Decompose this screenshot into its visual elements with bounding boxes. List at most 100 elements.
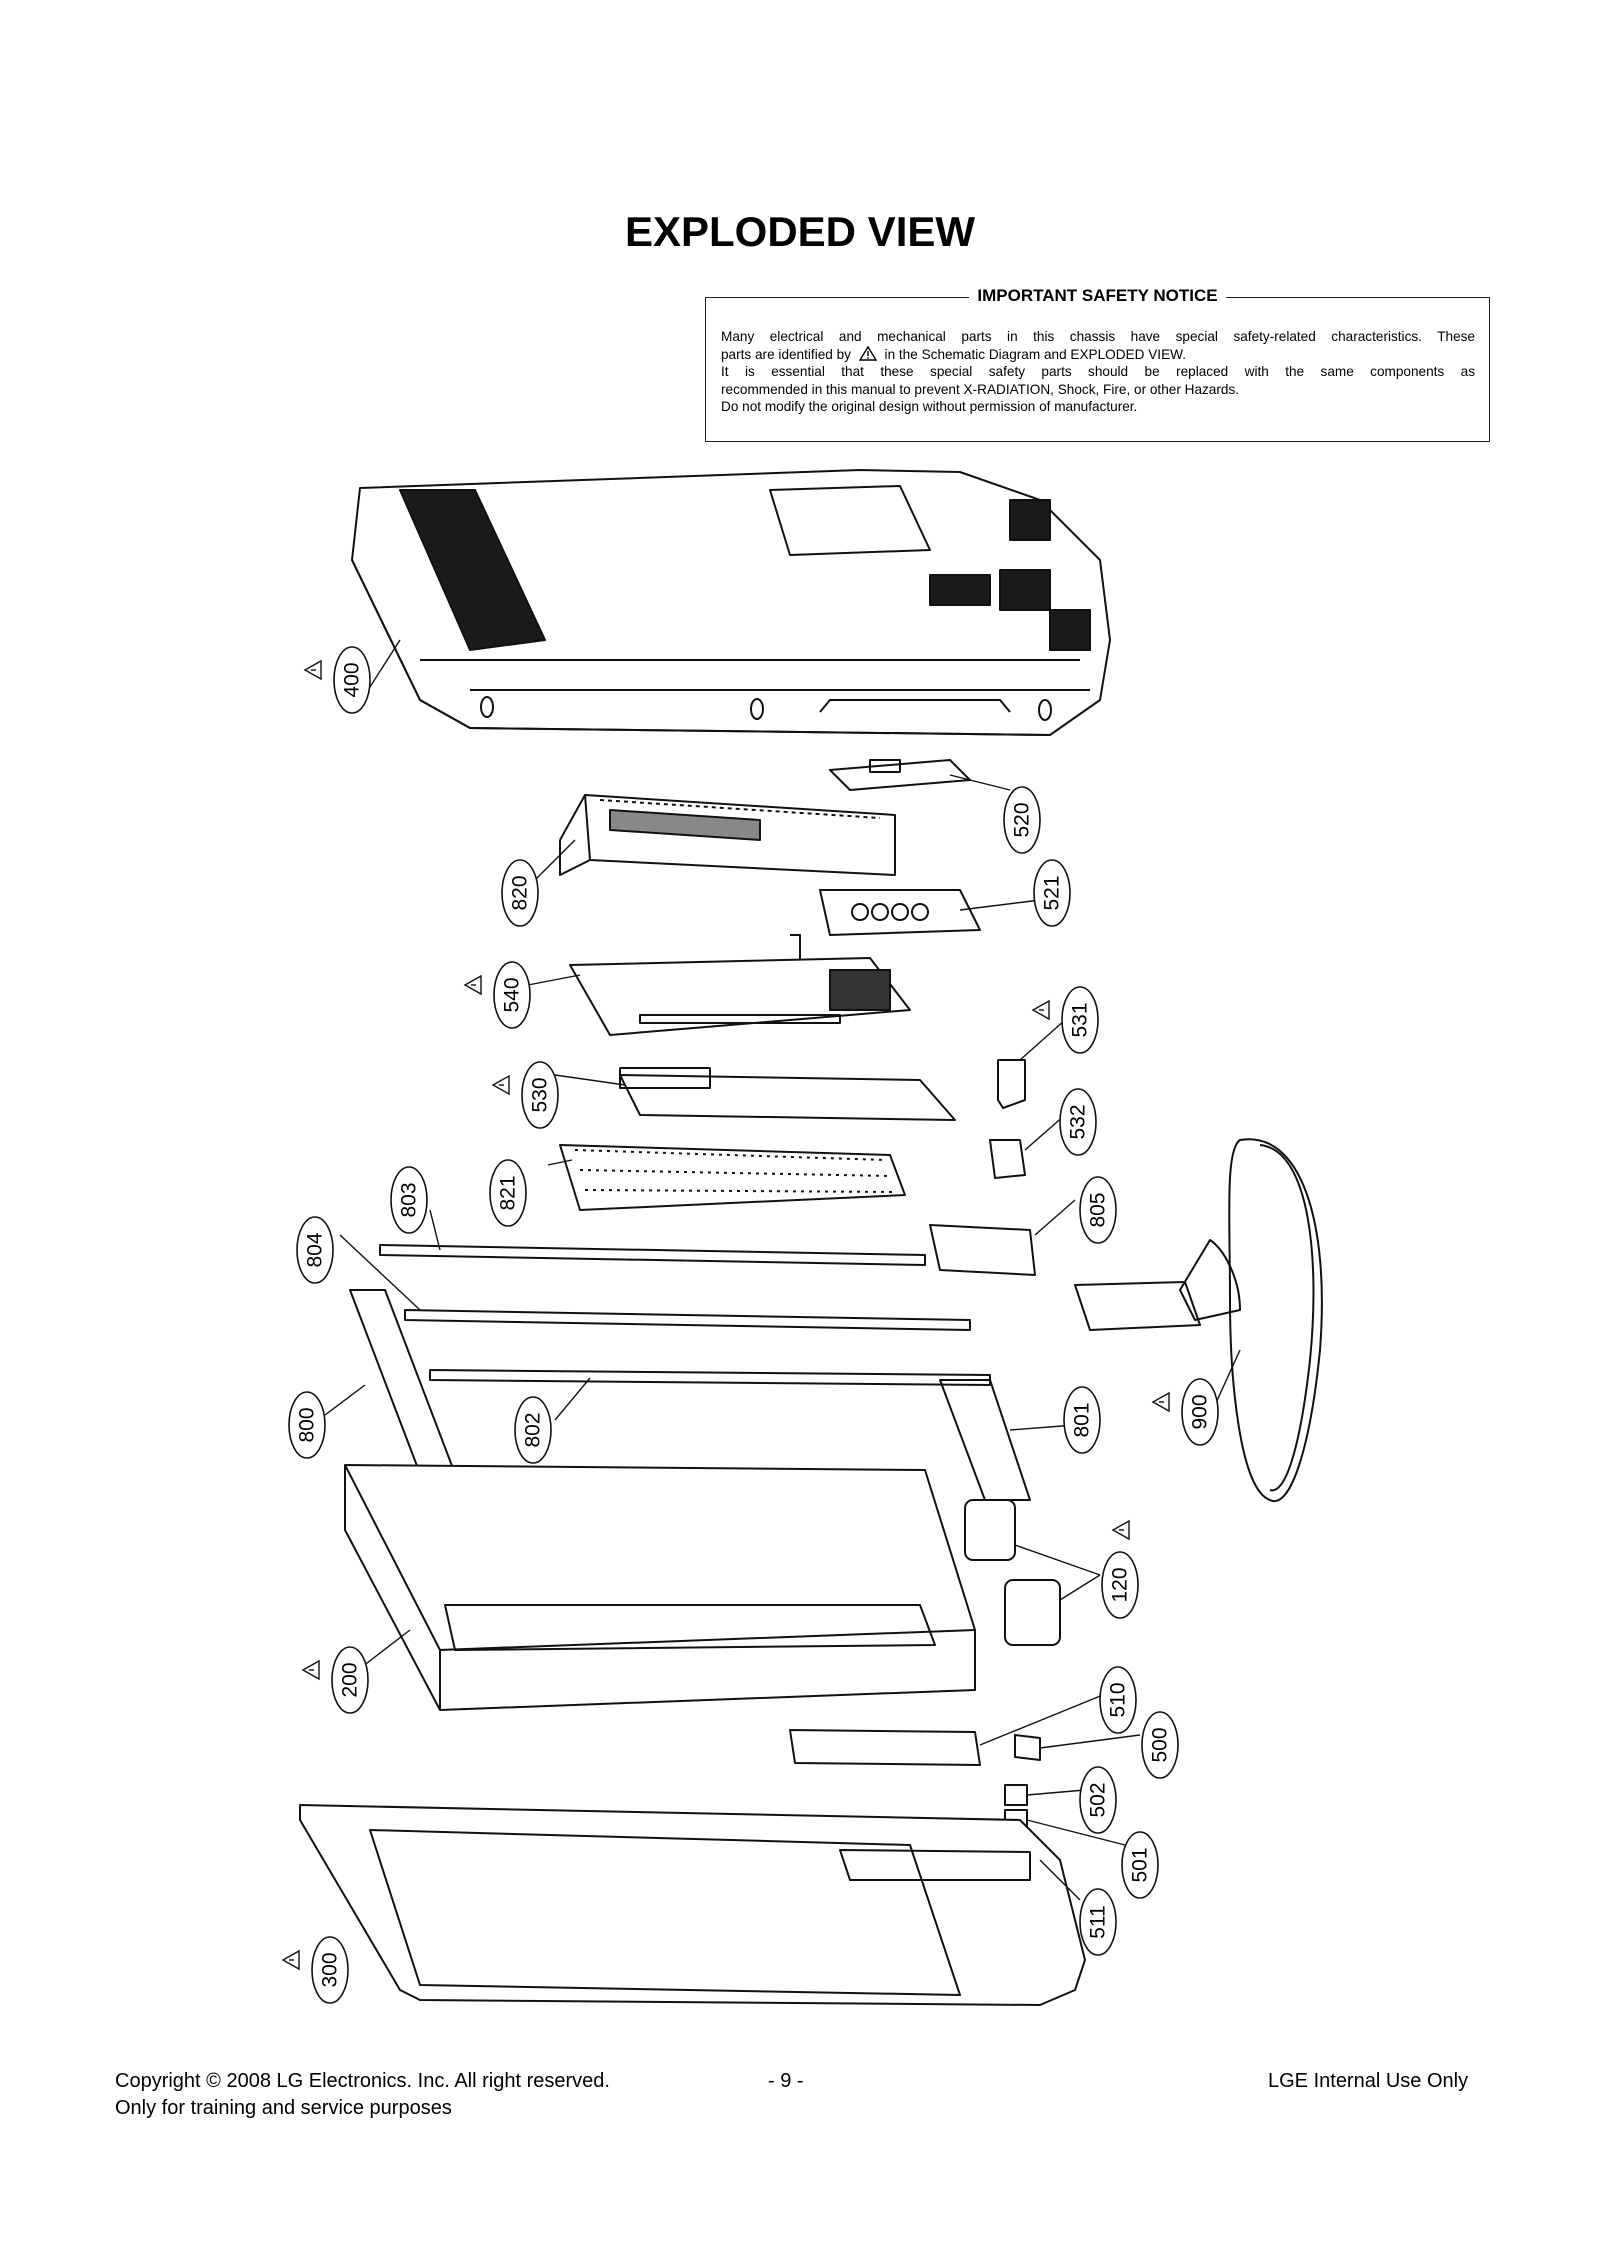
callout-label: 521 — [1041, 875, 1064, 910]
callout-label: 802 — [522, 1412, 545, 1447]
callout-label: 804 — [304, 1232, 327, 1267]
callout-label: 200 — [339, 1662, 362, 1697]
page-number: - 9 - — [768, 2070, 804, 2092]
callout-120: 120 — [1101, 1519, 1139, 1619]
callout-805: 805 — [1079, 1176, 1117, 1244]
callout-801: 801 — [1063, 1386, 1101, 1454]
callout-label: 532 — [1067, 1104, 1090, 1139]
callout-label: 800 — [296, 1407, 319, 1442]
callout-label: 821 — [497, 1175, 520, 1210]
callout-300: 300 — [281, 1936, 349, 2004]
callout-label: 501 — [1129, 1847, 1152, 1882]
callout-label: 820 — [509, 875, 532, 910]
safety-notice-heading: IMPORTANT SAFETY NOTICE — [969, 286, 1226, 305]
part-805-bracket — [929, 1224, 1036, 1276]
callout-bubble — [1099, 1666, 1137, 1734]
callout-label: 803 — [398, 1182, 421, 1217]
notice-line-2-after: in the Schematic Diagram and EXPLODED VI… — [884, 346, 1186, 362]
callout-bubble — [521, 1061, 559, 1129]
callout-bubble — [331, 1646, 369, 1714]
part-rails — [379, 1244, 991, 1386]
callout-label: 511 — [1087, 1905, 1110, 1938]
callout-bubble — [1141, 1711, 1179, 1779]
safety-warning-icon — [1111, 1519, 1130, 1541]
callout-502: 502 — [1079, 1766, 1117, 1834]
safety-notice-box: IMPORTANT SAFETY NOTICE Many electrical … — [705, 286, 1490, 442]
callout-800: 800 — [288, 1391, 326, 1459]
callout-bubble — [1121, 1831, 1159, 1899]
callout-label: 530 — [529, 1077, 552, 1112]
part-820-shield — [559, 794, 896, 876]
callout-bubble — [1079, 1888, 1117, 1956]
callout-bubble — [489, 1159, 527, 1227]
callout-bubble — [1003, 786, 1041, 854]
callout-label: 502 — [1087, 1782, 1110, 1817]
callout-bubble — [1079, 1766, 1117, 1834]
callout-532: 532 — [1059, 1088, 1097, 1156]
notice-line-4: recommended in this manual to prevent X-… — [721, 381, 1240, 397]
callout-label: 510 — [1107, 1682, 1130, 1717]
callout-label: 500 — [1149, 1727, 1172, 1762]
notice-line-2: parts are identified by in the Schematic… — [721, 345, 1475, 364]
callout-802: 802 — [514, 1396, 552, 1464]
callout-bubble — [1101, 1551, 1139, 1619]
callout-label: 805 — [1087, 1192, 1110, 1227]
safety-warning-icon — [303, 659, 322, 681]
safety-warning-icon — [281, 1949, 300, 1971]
part-callouts: 400 520 820 521 540 531 530 532 821 803 805 804 800 8… — [281, 646, 1219, 2004]
callout-bubble — [1063, 1386, 1101, 1454]
callout-bubble — [1079, 1176, 1117, 1244]
callout-label: 540 — [501, 977, 524, 1012]
notice-line-2-before: parts are identified by — [721, 346, 851, 362]
callout-bubble — [333, 646, 371, 714]
callout-900: 900 — [1151, 1378, 1219, 1446]
callout-804: 804 — [296, 1216, 334, 1284]
safety-warning-icon — [301, 1659, 320, 1681]
callout-bubble — [514, 1396, 552, 1464]
part-532-bracket — [989, 1139, 1026, 1179]
part-200-frame — [344, 1464, 976, 1711]
callout-200: 200 — [301, 1646, 369, 1714]
callout-540: 540 — [463, 961, 531, 1029]
callout-label: 520 — [1011, 802, 1034, 837]
callout-821: 821 — [489, 1159, 527, 1227]
notice-line-1: Many electrical and mechanical parts in … — [721, 329, 1475, 344]
callout-803: 803 — [390, 1166, 428, 1234]
callout-label: 801 — [1071, 1402, 1094, 1437]
callout-label: 531 — [1069, 1002, 1092, 1037]
safety-warning-icon — [463, 974, 482, 996]
part-900-stand — [1074, 1138, 1323, 1503]
part-120-speakers — [964, 1499, 1061, 1646]
callout-bubble — [1059, 1088, 1097, 1156]
part-530-board — [619, 1067, 956, 1121]
callout-bubble — [390, 1166, 428, 1234]
callout-label: 120 — [1109, 1567, 1132, 1602]
callout-bubble — [1033, 859, 1071, 927]
callout-label: 900 — [1189, 1394, 1212, 1429]
part-520-board — [829, 759, 971, 791]
callout-bubble — [296, 1216, 334, 1284]
leader-lines — [324, 639, 1241, 1901]
notice-line-3: It is essential that these special safet… — [721, 364, 1475, 379]
callout-400: 400 — [303, 646, 371, 714]
footer-copyright: Copyright © 2008 LG Electronics. Inc. Al… — [115, 2070, 610, 2092]
part-300-front-bezel — [299, 1804, 1086, 2006]
part-821-shield — [559, 1144, 906, 1211]
part-540-main-board — [569, 934, 911, 1036]
callout-521: 521 — [1033, 859, 1071, 927]
callout-bubble — [1061, 986, 1099, 1054]
safety-warning-icon — [1031, 999, 1050, 1021]
part-521-bracket — [819, 889, 981, 936]
safety-warning-icon — [491, 1074, 510, 1096]
page-title: EXPLODED VIEW — [624, 208, 976, 255]
callout-531: 531 — [1031, 986, 1099, 1054]
callout-bubble — [288, 1391, 326, 1459]
callout-820: 820 — [501, 859, 539, 927]
callout-501: 501 — [1121, 1831, 1159, 1899]
notice-line-5: Do not modify the original design withou… — [721, 399, 1138, 414]
safety-warning-icon — [1151, 1391, 1170, 1413]
callout-530: 530 — [491, 1061, 559, 1129]
callout-label: 400 — [341, 662, 364, 697]
footer-training-note: Only for training and service purposes — [115, 2097, 452, 2119]
callout-520: 520 — [1003, 786, 1041, 854]
